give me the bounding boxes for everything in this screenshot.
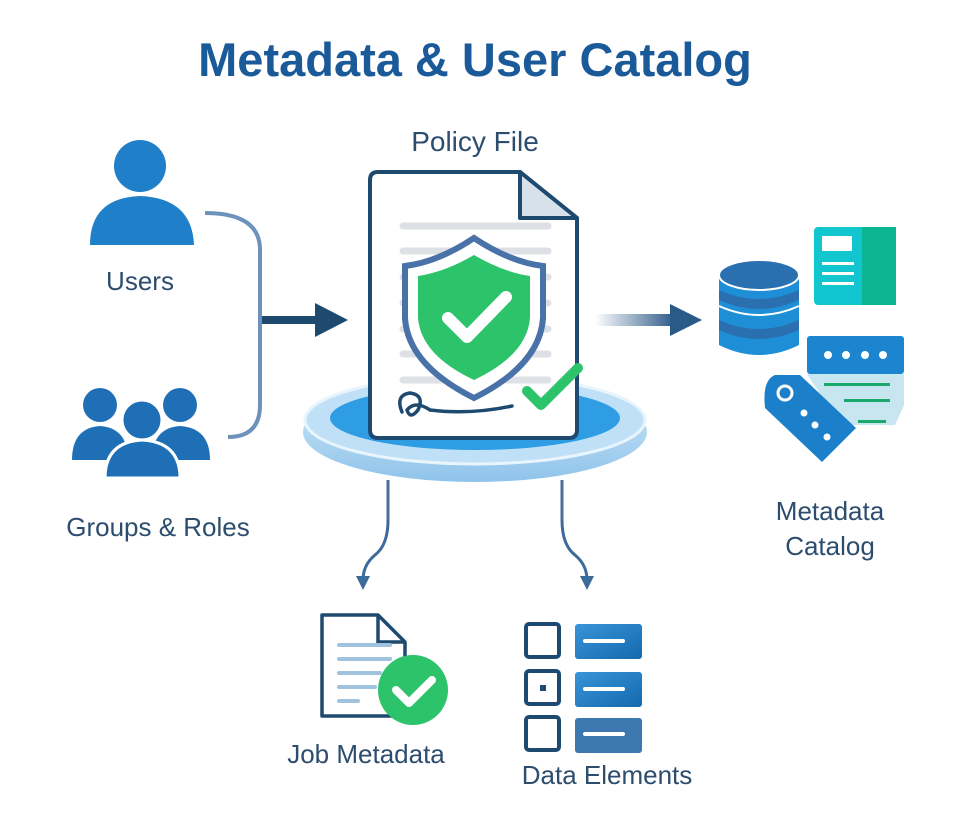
users-label: Users xyxy=(106,266,174,296)
data-elements-icon xyxy=(524,622,642,753)
policy-document-icon xyxy=(368,170,583,440)
policy-file-label: Policy File xyxy=(411,126,539,157)
arrow-right-icon xyxy=(262,303,348,337)
group-icon xyxy=(72,388,210,480)
data-elements-label: Data Elements xyxy=(521,760,693,790)
groups-roles-label: Groups & Roles xyxy=(66,512,250,542)
tag-icon xyxy=(764,375,856,462)
database-icon xyxy=(718,259,800,355)
metadata-record-icon xyxy=(807,336,904,425)
metadata-catalog-label-line1: Metadata xyxy=(775,496,885,526)
user-icon xyxy=(90,140,194,245)
arrow-to-job-metadata xyxy=(356,519,390,590)
catalog-book-icon xyxy=(814,227,896,305)
diagram-title: Metadata & User Catalog xyxy=(198,33,752,86)
job-metadata-icon xyxy=(320,613,448,725)
arrow-to-catalog xyxy=(595,304,702,336)
input-connector xyxy=(204,211,262,439)
signature-icon xyxy=(398,391,514,417)
metadata-catalog-label-line2: Catalog xyxy=(785,531,875,561)
check-icon xyxy=(442,291,512,343)
approved-check-icon xyxy=(522,363,583,410)
arrow-to-data-elements xyxy=(560,519,594,590)
job-metadata-label: Job Metadata xyxy=(287,739,445,769)
